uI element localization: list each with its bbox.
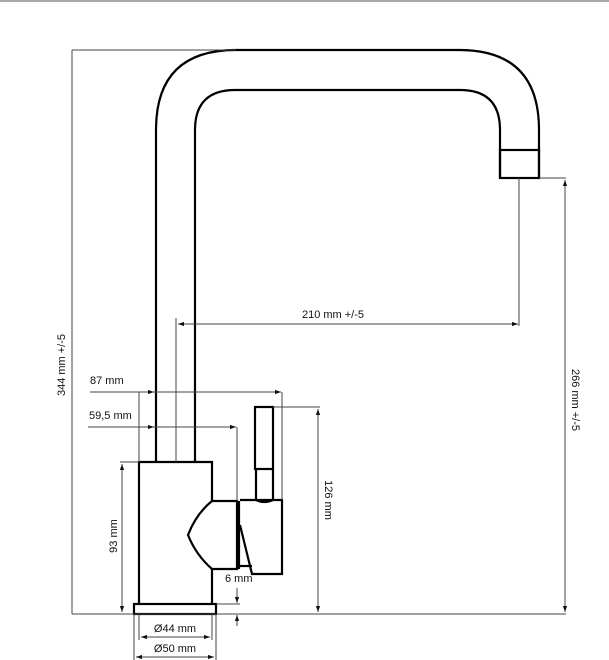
label-handle-offset: 87 mm — [90, 375, 124, 387]
label-spout-height: 266 mm +/-5 — [569, 369, 581, 431]
label-base-gap: 6 mm — [225, 573, 253, 585]
label-handle-height: 126 mm — [322, 480, 334, 520]
lever-handle — [253, 405, 275, 471]
aerator — [498, 148, 541, 180]
spout-outline — [154, 48, 541, 462]
label-total-height: 344 mm +/-5 — [56, 334, 68, 396]
label-body-diameter: Ø44 mm — [154, 623, 196, 635]
label-cartridge-offset: 59,5 mm — [89, 410, 132, 422]
base-ring — [132, 602, 218, 616]
dimension-lines — [71, 49, 568, 660]
label-base-diameter: Ø50 mm — [154, 643, 196, 655]
label-body-height: 93 mm — [108, 519, 120, 553]
top-border — [0, 0, 609, 2]
label-spout-reach: 210 mm +/-5 — [302, 309, 364, 321]
